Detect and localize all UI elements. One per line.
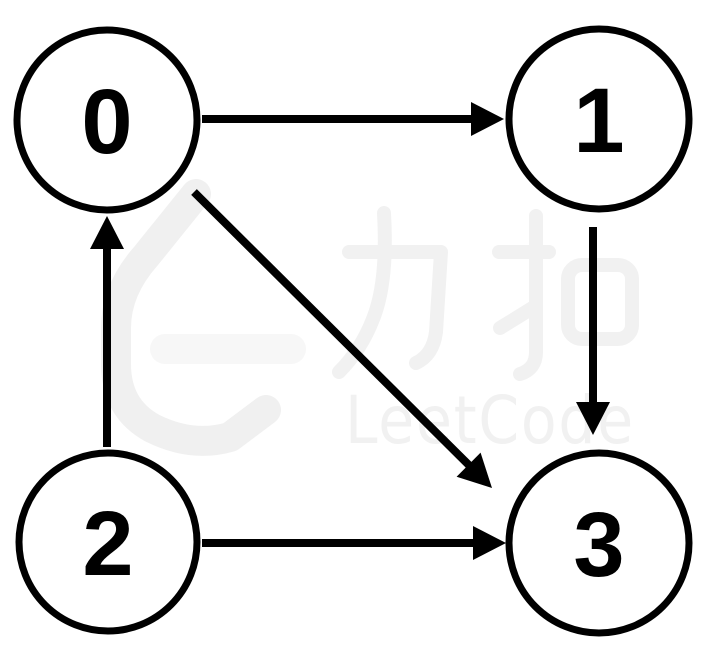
node-circle-0 [13,26,201,214]
node-circle-2 [15,449,201,635]
node-label-1: 1 [573,70,624,172]
leetcode-logo-icon [101,179,281,456]
arrowhead-2-0 [90,216,124,249]
watermark-cjk-kou [492,209,639,381]
node-label-2: 2 [82,493,133,595]
arrowhead-0-1 [471,102,504,136]
edge-0-3 [191,189,474,470]
arrowhead-2-3 [473,526,506,560]
arrowhead-1-3 [576,402,610,435]
watermark: LeetCode [101,179,639,459]
node-label-0: 0 [81,71,132,173]
nodes-layer: 0 1 2 3 [13,25,693,637]
node-circle-3 [505,449,693,637]
node-label-3: 3 [573,494,624,596]
arrowhead-0-3 [456,452,492,488]
edges-layer [90,102,610,560]
node-circle-1 [505,25,693,213]
